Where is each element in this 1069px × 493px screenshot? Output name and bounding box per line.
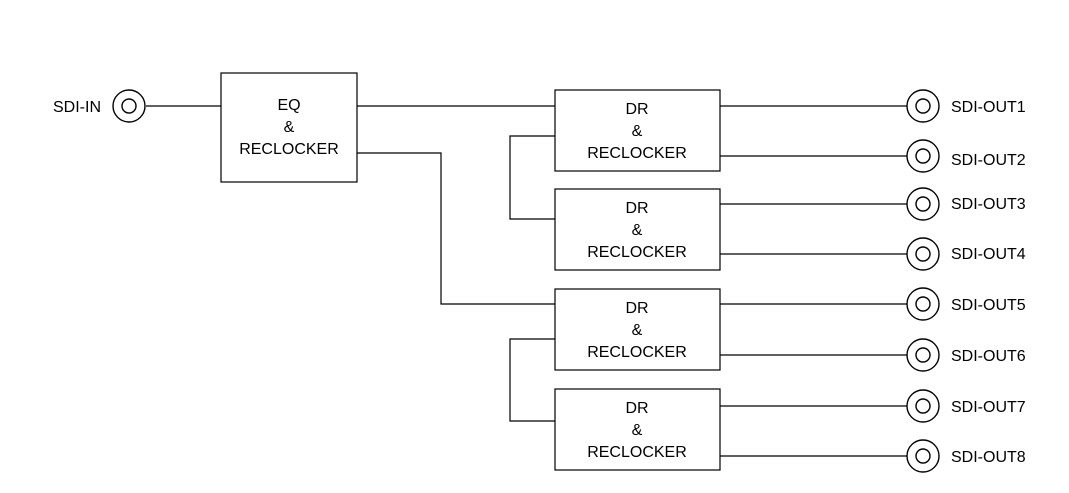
eq-block-rect [220, 72, 358, 183]
dr-block-line-2: & [632, 222, 643, 239]
connector-inner-icon [121, 98, 137, 114]
dr-reclocker-block-1: DR & RECLOCKER [554, 89, 721, 172]
sdi-out-label-3: SDI-OUT3 [951, 196, 1026, 213]
sdi-in-connector [112, 89, 146, 123]
dr-reclocker-block-4: DR & RECLOCKER [554, 388, 721, 471]
dr-reclocker-block-3: DR & RECLOCKER [554, 288, 721, 371]
sdi-out-connector-1 [906, 89, 940, 123]
dr-block-line-1: DR [625, 101, 648, 118]
wire-eq-to-dr3 [357, 152, 555, 305]
eq-reclocker-block: EQ & RECLOCKER [220, 72, 358, 183]
connector-inner-icon [915, 196, 931, 212]
sdi-out-label-1: SDI-OUT1 [951, 99, 1026, 116]
sdi-out-label-8: SDI-OUT8 [951, 449, 1026, 466]
sdi-out-connector-6 [906, 338, 940, 372]
connector-inner-icon [915, 398, 931, 414]
sdi-in-label: SDI-IN [53, 99, 101, 116]
sdi-out-connector-8 [906, 439, 940, 473]
dr-block-rect [554, 388, 721, 471]
dr-block-line-3: RECLOCKER [587, 444, 687, 461]
connector-inner-icon [915, 448, 931, 464]
connector-inner-icon [915, 246, 931, 262]
dr-block-rect [554, 288, 721, 371]
dr-block-line-2: & [632, 123, 643, 140]
sdi-out-label-2: SDI-OUT2 [951, 152, 1026, 169]
dr-block-line-1: DR [625, 200, 648, 217]
eq-block-line-2: & [284, 119, 295, 136]
dr-block-line-1: DR [625, 300, 648, 317]
dr-block-line-2: & [632, 322, 643, 339]
dr-block-line-3: RECLOCKER [587, 344, 687, 361]
connector-inner-icon [915, 347, 931, 363]
dr-block-line-3: RECLOCKER [587, 145, 687, 162]
dr-block-line-2: & [632, 422, 643, 439]
sdi-out-label-4: SDI-OUT4 [951, 246, 1026, 263]
dr-block-rect [554, 89, 721, 172]
eq-block-line-3: RECLOCKER [239, 141, 339, 158]
sdi-out-label-6: SDI-OUT6 [951, 348, 1026, 365]
dr-block-line-1: DR [625, 400, 648, 417]
wires [146, 105, 907, 457]
dr-block-line-3: RECLOCKER [587, 244, 687, 261]
connector-inner-icon [915, 296, 931, 312]
dr-reclocker-block-2: DR & RECLOCKER [554, 188, 721, 271]
sdi-out-connector-4 [906, 237, 940, 271]
connector-inner-icon [915, 98, 931, 114]
sdi-out-connector-3 [906, 187, 940, 221]
sdi-out-connector-2 [906, 139, 940, 173]
sdi-out-connector-5 [906, 287, 940, 321]
sdi-out-label-7: SDI-OUT7 [951, 399, 1026, 416]
wire-dr1-to-dr2 [509, 135, 555, 220]
dr-block-rect [554, 188, 721, 271]
connector-inner-icon [915, 148, 931, 164]
sdi-out-label-5: SDI-OUT5 [951, 297, 1026, 314]
eq-block-line-1: EQ [277, 97, 300, 114]
sdi-out-connector-7 [906, 389, 940, 423]
wire-dr3-to-dr4 [509, 338, 555, 422]
